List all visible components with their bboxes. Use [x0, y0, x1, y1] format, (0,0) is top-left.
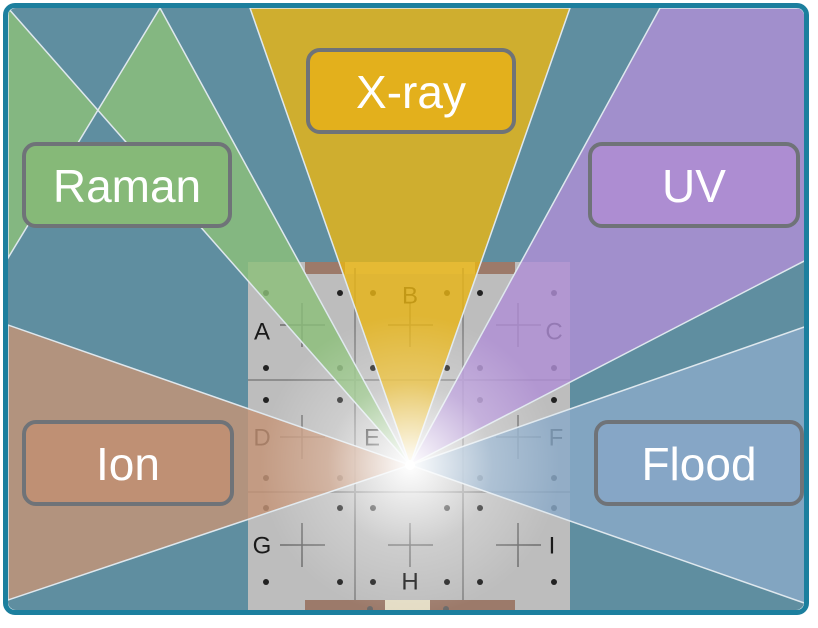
flood-label-text: Flood [641, 438, 756, 490]
raman-label-text: Raman [53, 160, 201, 212]
ion-label-text: Ion [96, 438, 160, 490]
focus-point [405, 460, 415, 470]
cell-label-i: I [549, 533, 556, 560]
uv-label-text: UV [662, 160, 726, 212]
uv-beam [408, 8, 804, 467]
xray-label: X-ray [306, 48, 516, 134]
cell-label-g: G [253, 533, 272, 560]
ion-label: Ion [22, 420, 234, 506]
cell-label-a: A [254, 319, 270, 346]
flood-label: Flood [594, 420, 804, 506]
xray-label-text: X-ray [356, 66, 466, 118]
raman-label: Raman [22, 142, 232, 228]
uv-label: UV [588, 142, 800, 228]
